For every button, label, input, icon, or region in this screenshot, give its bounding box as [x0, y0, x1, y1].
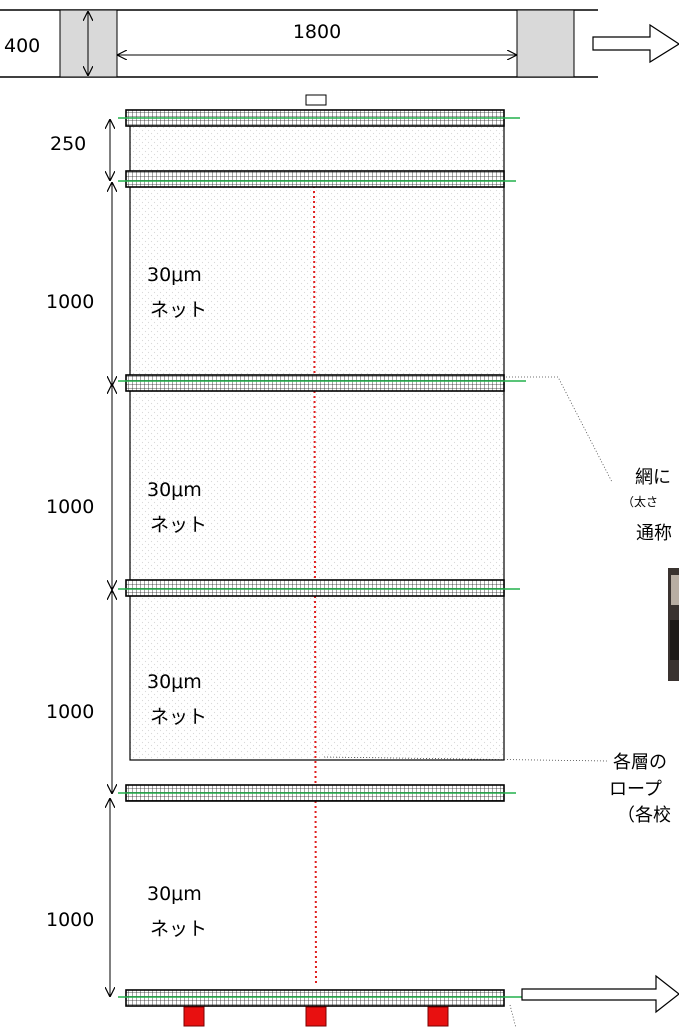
callout-float-line2: （太さ	[622, 494, 658, 509]
section-height-label: 1000	[46, 496, 94, 518]
center-rope	[313, 185, 317, 986]
side-view: 250 1000 1000 1000 1000 30μm ネット 30μm ネッ…	[46, 94, 679, 1027]
weight	[183, 1006, 205, 1027]
dimension-arrows	[110, 120, 112, 996]
top-marker	[305, 94, 327, 106]
callout-float-line3: 通称	[636, 523, 672, 544]
width-label: 1800	[293, 21, 341, 43]
callout-rope-line2: ロープ	[609, 779, 662, 800]
net-body	[129, 117, 505, 761]
net-name-label: ネット	[150, 918, 207, 940]
net-size-label: 30μm	[147, 479, 202, 501]
net-name-label: ネット	[150, 706, 207, 728]
weights	[183, 1006, 449, 1027]
callout-rope-line1: 各層の	[613, 752, 667, 773]
net-name-label: ネット	[150, 514, 207, 536]
float-frame	[125, 374, 505, 392]
net-size-label: 30μm	[147, 671, 202, 693]
frame-right	[516, 9, 575, 78]
callout-float-line1: 網に	[635, 467, 671, 488]
callout-rope-line3: （各校	[617, 805, 671, 826]
depth-label: 400	[4, 35, 40, 57]
float-frame	[125, 579, 505, 597]
flow-arrow-bottom	[521, 974, 679, 1014]
section-height-label: 1000	[46, 291, 94, 313]
green-lines	[118, 117, 526, 998]
float-frame	[125, 170, 505, 188]
float-frame	[125, 989, 505, 1007]
weight	[305, 1006, 327, 1027]
top-gap-label: 250	[50, 133, 86, 155]
top-view: 1800 400	[0, 9, 679, 78]
weight	[427, 1006, 449, 1027]
net-size-label: 30μm	[147, 264, 202, 286]
flow-arrow-top	[592, 23, 679, 64]
net-name-label: ネット	[150, 299, 207, 321]
net-size-label: 30μm	[147, 883, 202, 905]
section-height-label: 1000	[46, 701, 94, 723]
callout-center-rope: 各層の ロープ （各校	[323, 752, 671, 1028]
callout-float: 網に （太さ 通称	[506, 376, 679, 681]
section-height-label: 1000	[46, 909, 94, 931]
